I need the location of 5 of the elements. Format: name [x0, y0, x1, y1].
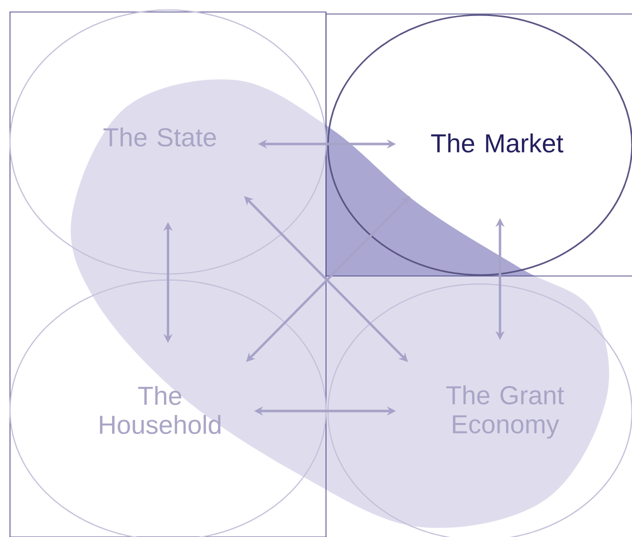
node-label: The Market	[431, 133, 564, 153]
node-label: The State	[104, 127, 216, 147]
node-label: The Household	[100, 386, 220, 434]
ellipse	[9, 9, 327, 275]
node-label: The Grant Economy	[446, 385, 564, 439]
